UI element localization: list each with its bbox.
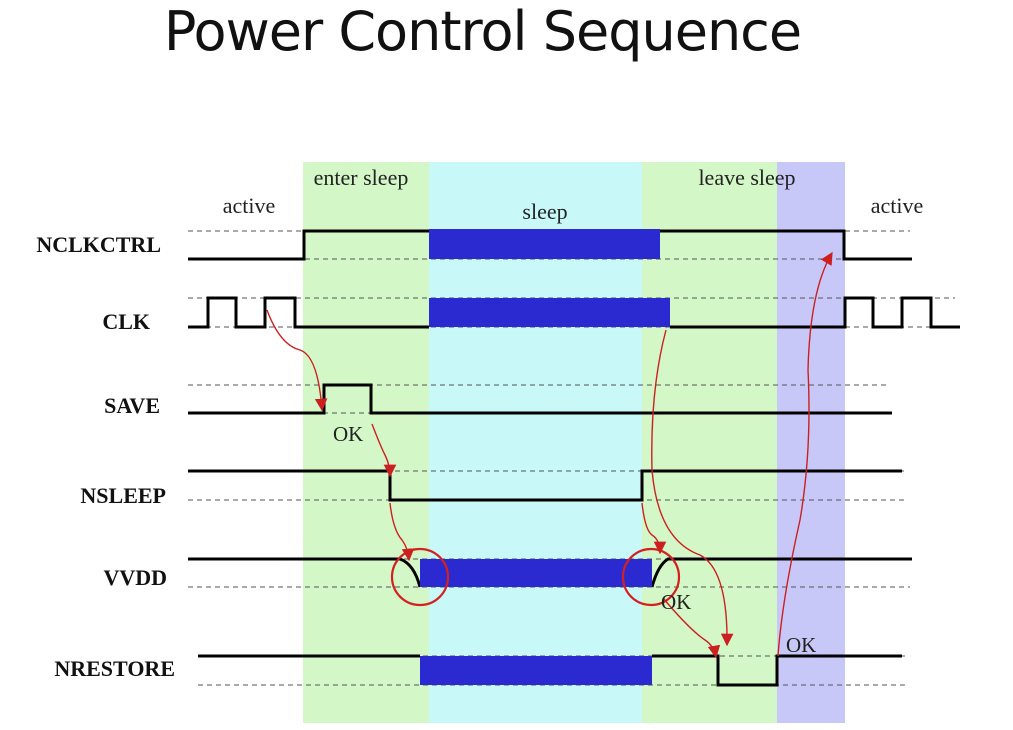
clk-undefined-bar-tail — [643, 298, 670, 327]
phase-label-active-left: active — [223, 193, 276, 218]
ok-label-vvdd: OK — [661, 590, 691, 614]
signal-label-vvdd: VVDD — [103, 565, 167, 590]
arrow-nsleep-to-vvdd-fall — [389, 502, 415, 562]
nclkctrl-undefined-bar — [429, 229, 660, 259]
signal-label-nsleep: NSLEEP — [80, 483, 166, 508]
arrow-vvdd-to-nrestore — [662, 597, 721, 659]
nsleep-waveform — [188, 469, 902, 502]
signal-label-nclkctrl: NCLKCTRL — [36, 232, 161, 257]
phase-label-sleep: sleep — [522, 199, 567, 224]
save-waveform — [188, 383, 892, 415]
signal-label-nrestore: NRESTORE — [54, 656, 175, 681]
nclkctrl-waveform — [188, 229, 912, 261]
arrow-nrestore-to-nclkctrl — [777, 251, 833, 657]
vvdd-waveform — [188, 557, 912, 588]
clk-undefined-bar — [429, 298, 643, 327]
phase-label-leave-sleep: leave sleep — [698, 165, 795, 190]
enter-sleep-region — [303, 162, 429, 723]
vvdd-undefined-bar — [420, 559, 652, 587]
ok-label-nrestore: OK — [786, 633, 816, 657]
phase-label-enter-sleep: enter sleep — [314, 165, 409, 190]
signal-label-clk: CLK — [102, 309, 150, 334]
restore-region — [777, 162, 845, 723]
arrow-save-to-nsleep — [371, 423, 397, 478]
signal-label-save: SAVE — [104, 393, 160, 418]
arrow-clk-to-save — [266, 309, 328, 412]
page-title: Power Control Sequence — [163, 0, 802, 63]
clk-waveform — [188, 296, 960, 329]
ok-label-save: OK — [333, 422, 363, 446]
arrow-nsleep-to-vvdd-rise — [641, 502, 667, 555]
vvdd-rise-highlight — [621, 547, 681, 607]
phase-label-active-right: active — [871, 193, 924, 218]
arrow-clk-to-nrestore — [651, 329, 734, 647]
nrestore-waveform — [198, 654, 902, 687]
nrestore-undefined-bar — [420, 656, 652, 685]
leave-sleep-region — [642, 162, 777, 723]
vvdd-fall-highlight — [390, 547, 450, 607]
